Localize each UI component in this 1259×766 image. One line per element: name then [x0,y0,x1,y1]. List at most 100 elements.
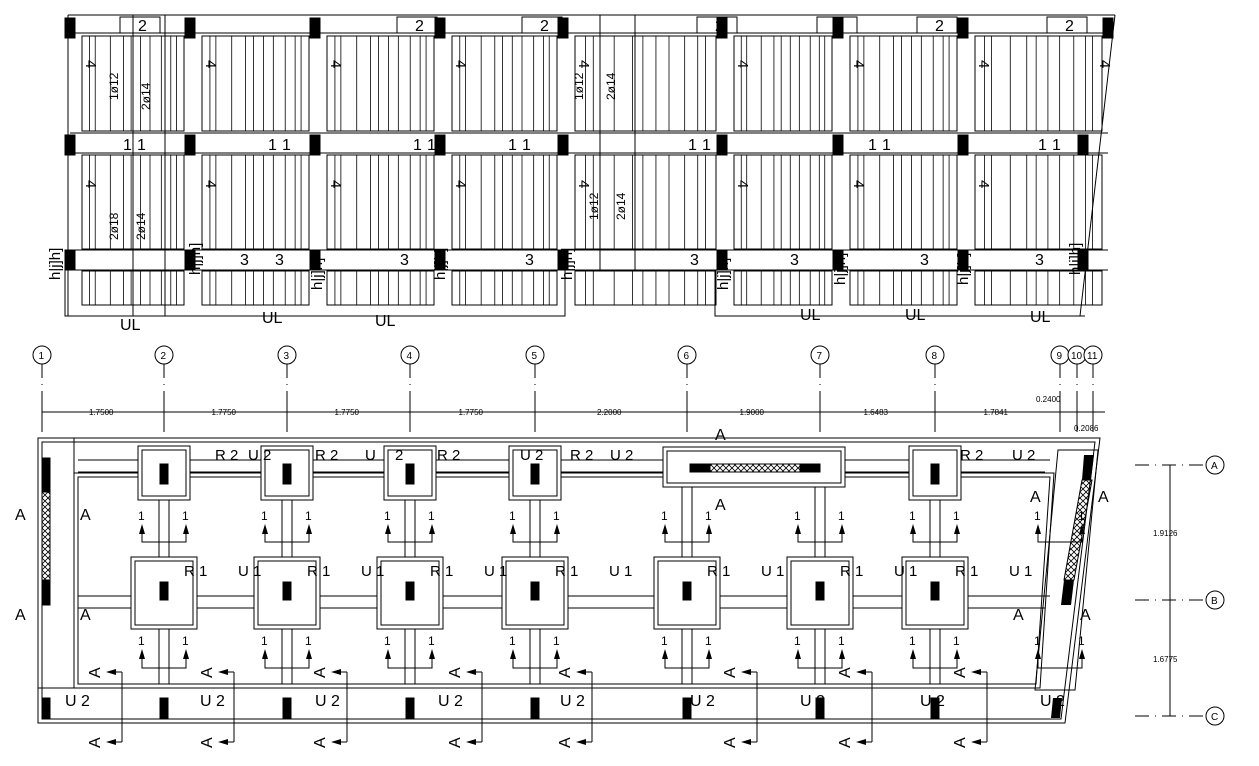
edge-label-ul: UL [905,307,926,324]
section-leader [664,534,710,543]
beam-label-u2: U 2 [560,693,585,710]
bay-mark: 1 [838,634,845,648]
section-mark-a: A [87,667,104,678]
column-block [930,697,940,719]
arrow-head [510,649,516,659]
grid-label: 10 [1071,351,1083,362]
side-mark-4: 4 [850,60,867,68]
slab-panel [849,270,958,306]
left-wall [37,437,75,689]
beam-mark-1: 1 [702,137,711,154]
arrow-head [971,669,981,675]
side-mark-4: 4 [575,180,592,188]
beam-label: U 1 [609,563,632,580]
column-block [557,17,569,39]
slab-panel [974,35,1103,132]
column-block [832,249,844,271]
slab-panel [201,35,310,132]
beam-tag-box [119,16,161,34]
grid-label: 6 [684,351,690,362]
grid-bubble-b [1205,590,1225,610]
slab-panel [733,270,833,306]
column-block [832,17,844,39]
side-mark-4: 4 [975,180,992,188]
dimension-text: 1.6775 [1153,655,1178,664]
beam-mark-3: 3 [920,252,929,269]
hook-label: h|j]h] [309,258,326,290]
beam-tag-box [696,16,738,34]
bay-mark: 1 [553,509,560,523]
column-block [309,249,321,271]
beam-mark-1: 1 [427,137,436,154]
arrow-head [910,649,916,659]
column-block [41,457,51,493]
bay-mark: 1 [1078,509,1085,523]
column-block [530,581,540,601]
bay-mark: 1 [705,634,712,648]
arrow-head [139,649,145,659]
beam-label-u2: U 2 [315,693,340,710]
beam-label: R 1 [184,563,207,580]
footing-a-inner [141,449,187,497]
dimension-text: 1.7841 [984,408,1009,417]
beam-label: R 1 [555,563,578,580]
section-mark-a: A [1098,489,1109,506]
arrow-head [971,739,981,745]
footing-a-inner [512,449,558,497]
footing-a-inner [264,449,310,497]
bay-mark: 1 [1034,634,1041,648]
column-block [530,463,540,485]
section-mark-a: A [715,497,726,514]
section-leader [512,534,558,543]
beam-mark-3: 3 [1035,252,1044,269]
column-block [405,581,415,601]
arrow-head [429,649,435,659]
arrow-head [1079,649,1085,659]
arrow-head [139,524,145,534]
beam-tag-box [816,16,858,34]
beam-mark-1: 1 [868,137,877,154]
grid-label: B [1211,596,1218,607]
dimension-text: 0.2086 [1074,424,1099,433]
beam-mark-3: 3 [690,252,699,269]
bay-mark: 1 [509,509,516,523]
arrow-head [466,739,476,745]
grid-label: 7 [817,351,823,362]
slab-panel [451,270,558,306]
hatched-wall [1063,479,1093,581]
slab-panel [733,35,833,132]
beam-mark-1: 1 [268,137,277,154]
bay-mark: 1 [182,509,189,523]
column-block [689,463,711,473]
section-leader [912,534,958,543]
arrow-head [1079,524,1085,534]
beam-label-u2: U 2 [1040,693,1065,710]
arrow-head [795,524,801,534]
column-block [282,581,292,601]
hook-label: h|j]h] [432,248,449,280]
section-mark-a: A [1080,607,1091,624]
slab-panel [849,35,958,132]
beam-mark-3: 3 [275,252,284,269]
beam-label: R 2 [315,447,338,464]
arrow-head [1035,524,1041,534]
section-leader [664,659,710,669]
beam-label: U 1 [894,563,917,580]
ul-outline-left [64,270,566,317]
beam-mark-1: 1 [522,137,531,154]
hook-label: h|j]h] [47,248,64,280]
beam-mark-1: 1 [123,137,132,154]
beam-label: U 2 [248,447,271,464]
beam-label: R 2 [960,447,983,464]
column-block [1082,455,1094,480]
arrow-head [385,649,391,659]
column-block [405,697,415,719]
beam-mark-3: 3 [240,252,249,269]
section-mark-a: A [715,427,726,444]
slab-panel [574,154,717,250]
section-mark-a: A [722,667,739,678]
arrow-head [910,524,916,534]
arrow-head [954,524,960,534]
slab-panel [326,270,435,306]
beam-mark-2: 2 [935,18,944,35]
